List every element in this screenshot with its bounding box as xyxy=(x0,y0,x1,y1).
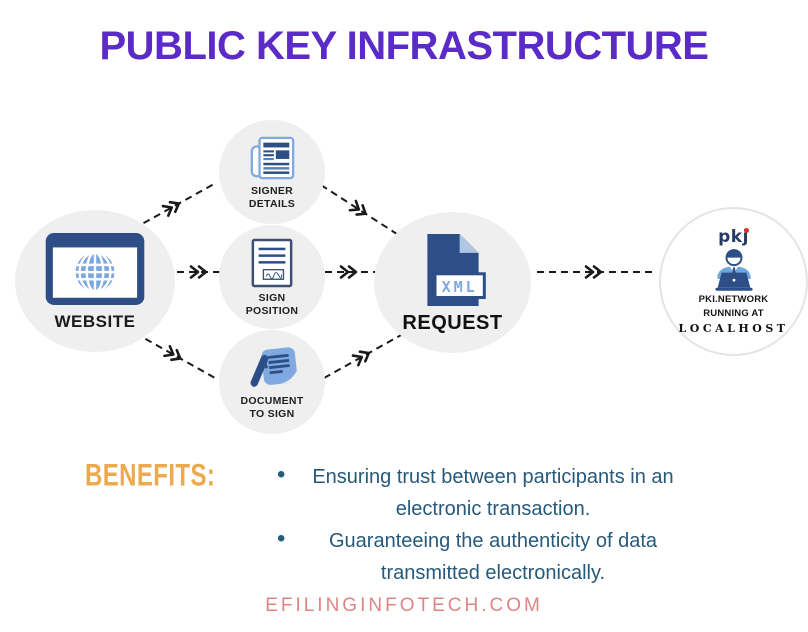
request-label: REQUEST xyxy=(402,312,503,334)
pkj-logo: pkj xyxy=(718,228,749,246)
pkj-logo-pk: pk xyxy=(718,227,743,248)
website-label: WEBSITE xyxy=(54,311,136,331)
pki-network-line1: PKI.NETWORK xyxy=(698,294,769,306)
node-sign-position: SIGN POSITION xyxy=(219,225,325,329)
node-request: XML REQUEST xyxy=(374,212,531,353)
sign-position-line2: POSITION xyxy=(245,304,299,317)
node-website: WEBSITE xyxy=(15,210,175,352)
sign-position-line1: SIGN xyxy=(258,291,286,304)
document-to-sign-line1: DOCUMENT xyxy=(240,394,304,407)
signer-details-line1: SIGNER xyxy=(250,184,294,197)
connector-document-to-sign-to-request xyxy=(323,333,404,379)
pkj-logo-red-dot-icon xyxy=(743,228,749,234)
pen-document-icon xyxy=(250,347,298,388)
browser-globe-icon xyxy=(45,232,145,305)
person-laptop-icon xyxy=(714,249,753,291)
xml-file-icon: XML xyxy=(426,233,486,307)
newspaper-document-icon xyxy=(250,136,295,180)
signature-field-document-icon xyxy=(251,238,293,288)
page-title: PUBLIC KEY INFRASTRUCTURE xyxy=(99,24,709,68)
footer-website-text: EFILINGINFOTECH.COM xyxy=(265,595,543,616)
connector-website-to-document-to-sign xyxy=(134,332,216,379)
arrowhead-icon xyxy=(339,265,358,279)
pki-network-line2: RUNNING AT xyxy=(703,307,764,319)
arrowhead-icon xyxy=(161,197,183,217)
signer-details-label: SIGNER DETAILS xyxy=(249,185,295,210)
arrowhead-icon xyxy=(348,199,370,220)
pkj-logo-j: j xyxy=(742,227,749,248)
sign-position-label: SIGN POSITION xyxy=(246,292,299,317)
document-to-sign-label: DOCUMENT TO SIGN xyxy=(240,395,303,420)
connector-website-to-signer-details xyxy=(132,183,215,230)
pki-localhost-label: LOCALHOST xyxy=(678,321,789,335)
connector-signer-details-to-request xyxy=(320,184,401,237)
arrowhead-icon xyxy=(584,265,603,279)
node-signer-details: SIGNER DETAILS xyxy=(219,120,325,224)
document-to-sign-line2: TO SIGN xyxy=(249,407,295,420)
signer-details-line2: DETAILS xyxy=(248,197,296,210)
node-document-to-sign: DOCUMENT TO SIGN xyxy=(219,330,325,434)
arrowhead-icon xyxy=(163,344,185,365)
arrowhead-icon xyxy=(189,265,208,279)
benefits-heading: BENEFITS: xyxy=(85,458,216,493)
benefit-item: Guaranteeing the authenticity of data tr… xyxy=(277,523,695,589)
arrowhead-icon xyxy=(351,346,373,367)
benefits-list: Ensuring trust between participants in a… xyxy=(277,459,695,589)
xml-file-label: XML xyxy=(441,278,477,296)
benefit-item: Ensuring trust between participants in a… xyxy=(277,459,695,525)
node-pki-network: pkj PKI.NETWORK RUNNING AT LOCALHOST xyxy=(659,207,808,356)
